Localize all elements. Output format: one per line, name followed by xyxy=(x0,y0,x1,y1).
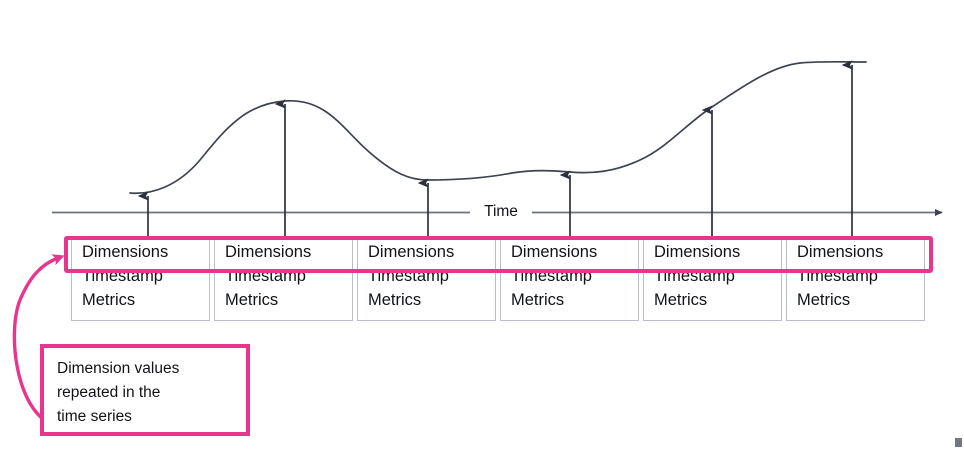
callout-line: time series xyxy=(57,408,132,425)
record-timestamp-label: Timestamp xyxy=(225,267,306,285)
record-box[interactable]: Dimensions Timestamp Metrics xyxy=(786,237,925,321)
time-axis-label: Time xyxy=(470,201,532,222)
metric-curve xyxy=(129,60,867,195)
record-box[interactable]: Dimensions Timestamp Metrics xyxy=(500,237,639,321)
record-timestamp-label: Timestamp xyxy=(511,267,592,285)
record-box[interactable]: Dimensions Timestamp Metrics xyxy=(357,237,496,321)
record-box[interactable]: Dimensions Timestamp Metrics xyxy=(214,237,353,321)
record-dimensions-label: Dimensions xyxy=(511,243,598,261)
record-dimensions-label: Dimensions xyxy=(82,243,169,261)
record-dimensions-label: Dimensions xyxy=(654,243,741,261)
record-timestamp-label: Timestamp xyxy=(654,267,735,285)
corner-artifact xyxy=(955,438,962,447)
callout-line: Dimension values xyxy=(57,360,180,377)
record-dimensions-label: Dimensions xyxy=(797,243,884,261)
record-timestamp-label: Timestamp xyxy=(368,267,449,285)
callout-line: repeated in the xyxy=(57,384,161,401)
record-timestamp-label: Timestamp xyxy=(82,267,163,285)
record-metrics-label: Metrics xyxy=(82,291,136,309)
record-dimensions-label: Dimensions xyxy=(368,243,455,261)
record-metrics-label: Metrics xyxy=(368,291,422,309)
callout-box: Dimension values repeated in the time se… xyxy=(40,344,250,436)
record-box[interactable]: Dimensions Timestamp Metrics xyxy=(71,237,210,321)
record-timestamp-label: Timestamp xyxy=(797,267,878,285)
record-metrics-label: Metrics xyxy=(225,291,279,309)
record-box[interactable]: Dimensions Timestamp Metrics xyxy=(643,237,782,321)
callout-connector-arrow xyxy=(12,254,65,426)
record-metrics-label: Metrics xyxy=(511,291,565,309)
record-metrics-label: Metrics xyxy=(654,291,708,309)
record-dimensions-label: Dimensions xyxy=(225,243,312,261)
record-metrics-label: Metrics xyxy=(797,291,851,309)
